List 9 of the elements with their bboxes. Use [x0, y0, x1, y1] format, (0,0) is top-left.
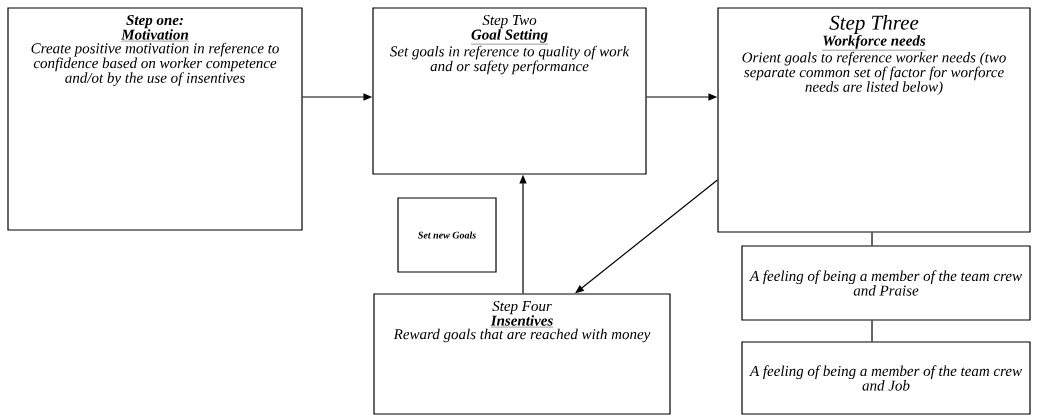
connector-line: [871, 320, 873, 342]
process-box: Step Four Insentives Reward goals that are reached with money: [373, 293, 671, 415]
process-box: A feeling of being a member of the team crew and Praise: [741, 245, 1031, 321]
process-box: A feeling of being a member of the team crew and Job: [741, 341, 1031, 415]
process-box: Set new Goals: [397, 197, 497, 273]
process-box: Step one: Motivation Create positive motivation in reference to confidence based on worker competence and/ot by the use of insentives: [7, 7, 303, 231]
process-box: Step Three Workforce needs Orient goals to reference worker needs (two separate common set of factor for worforce needs are listed below): [717, 7, 1031, 233]
connector-line: [871, 232, 873, 246]
process-box: Step Two Goal Setting Set goals in reference to quality of work and or safety performance: [372, 7, 647, 175]
